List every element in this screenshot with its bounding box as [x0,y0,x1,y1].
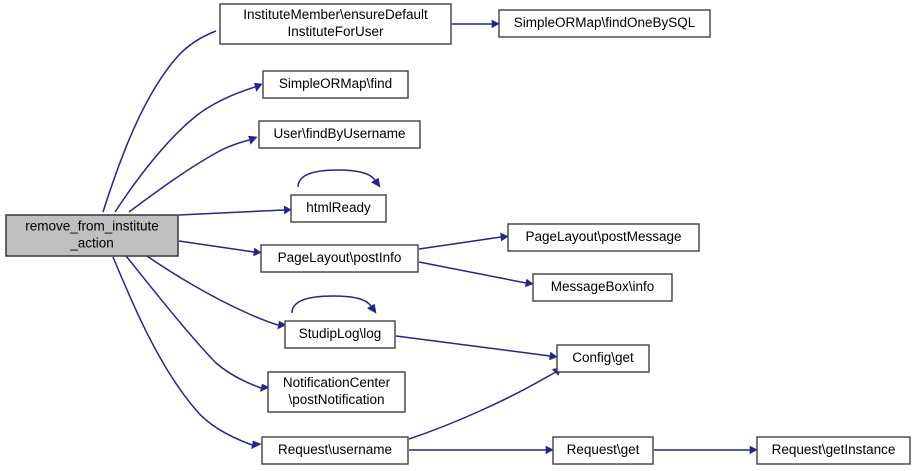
node-label: StudipLog\log [299,326,382,341]
graph-node-postMessage[interactable]: PageLayout\postMessage [507,223,700,252]
node-box[interactable] [532,273,673,302]
node-label: PageLayout\postInfo [278,250,402,265]
call-edge [409,445,554,455]
edge-line [418,236,502,250]
edge-line [297,169,376,188]
arrowhead-icon [248,135,258,145]
node-label: Config\get [572,350,634,365]
node-box[interactable] [756,436,911,465]
edge-line [146,255,279,326]
arrowhead-icon [491,19,500,29]
call-edge [291,295,377,314]
arrowhead-icon [283,205,292,215]
node-box[interactable] [290,194,387,223]
node-box[interactable] [260,244,419,273]
arrowhead-icon [251,440,262,450]
edge-line [114,86,256,213]
graph-node-findByUsername[interactable]: User\findByUsername [258,120,421,149]
graph-node-requestGet[interactable]: Request\get [552,436,654,465]
arrowhead-icon [749,445,758,455]
graph-node-findOneBySQL[interactable]: SimpleORMap\findOneBySQL [498,9,711,38]
node-box[interactable] [5,214,179,257]
graph-node-ensureDefaultInstituteForUser[interactable]: InstituteMember\ensureDefaultInstituteFo… [219,3,452,45]
arrowhead-icon [500,232,509,242]
nodes-layer: remove_from_institute _action InstituteMem… [5,3,911,465]
arrowhead-icon [253,247,262,257]
node-label: PageLayout\postMessage [525,229,681,244]
node-box[interactable] [552,436,654,465]
graph-node-requestUsername[interactable]: Request\username [261,436,409,465]
graph-node-find[interactable]: SimpleORMap\find [262,70,409,99]
edge-line [395,335,551,357]
node-label: InstituteMember\ensureDefault [243,7,428,22]
edge-line [291,295,372,314]
arrowhead-icon [259,383,270,392]
graph-node-getInstance[interactable]: Request\getInstance [756,436,911,465]
graph-node-messageBoxInfo[interactable]: MessageBox\info [532,273,673,302]
node-label: remove_from_institute [25,219,159,234]
arrowhead-icon [277,320,287,330]
call-edge [112,256,262,450]
edge-line [112,256,253,446]
node-label: User\findByUsername [273,126,405,141]
arrowhead-icon [371,177,381,188]
call-edge [128,135,258,213]
graph-node-postInfo[interactable]: PageLayout\postInfo [260,244,419,273]
arrowhead-icon [545,445,554,455]
node-box[interactable] [267,371,406,413]
node-box[interactable] [556,344,650,373]
edge-line [178,209,285,216]
node-label: _action [69,236,114,251]
edge-line [178,240,255,253]
edges-layer [102,19,758,455]
graph-node-configGet[interactable]: Config\get [556,344,650,373]
node-label: MessageBox\info [551,279,655,294]
node-label: SimpleORMap\findOneBySQL [514,15,696,30]
call-edge [146,255,287,330]
edge-line [408,371,557,440]
graph-node-htmlReady[interactable]: htmlReady [290,194,387,223]
arrowhead-icon [549,351,558,361]
node-box[interactable] [284,320,396,349]
arrowhead-icon [254,82,263,92]
call-edge [418,232,509,250]
graph-node-postNotification[interactable]: NotificationCenter \postNotification [267,371,406,413]
call-edge [654,445,758,455]
call-edge [114,82,263,213]
call-edge [102,25,228,213]
arrowhead-icon [367,303,377,314]
node-box[interactable] [498,9,711,38]
node-label: Request\getInstance [772,442,896,457]
node-box[interactable] [261,436,409,465]
arrowhead-icon [525,278,534,288]
call-edge [418,261,534,288]
call-edge [125,255,270,392]
node-box[interactable] [262,70,409,99]
edge-line [418,261,527,284]
call-edge [408,367,562,440]
graph-node-root[interactable]: remove_from_institute _action [5,214,179,257]
node-label: \postNotification [288,392,384,407]
node-label: Request\username [278,442,392,457]
node-label: InstituteForUser [287,24,384,39]
node-box[interactable] [219,3,452,45]
node-label: SimpleORMap\find [279,76,392,91]
node-box[interactable] [258,120,421,149]
edge-line [128,139,250,213]
edge-line [102,30,217,213]
node-box[interactable] [507,223,700,252]
call-edge [297,169,381,188]
call-edge [178,205,292,216]
node-label: NotificationCenter [283,375,391,390]
call-edge [395,335,558,361]
graph-node-studipLog[interactable]: StudipLog\log [284,320,396,349]
node-label: htmlReady [306,200,371,215]
call-edge [452,19,500,29]
call-edge [178,240,262,257]
node-label: Request\get [567,442,640,457]
edge-line [125,255,262,389]
